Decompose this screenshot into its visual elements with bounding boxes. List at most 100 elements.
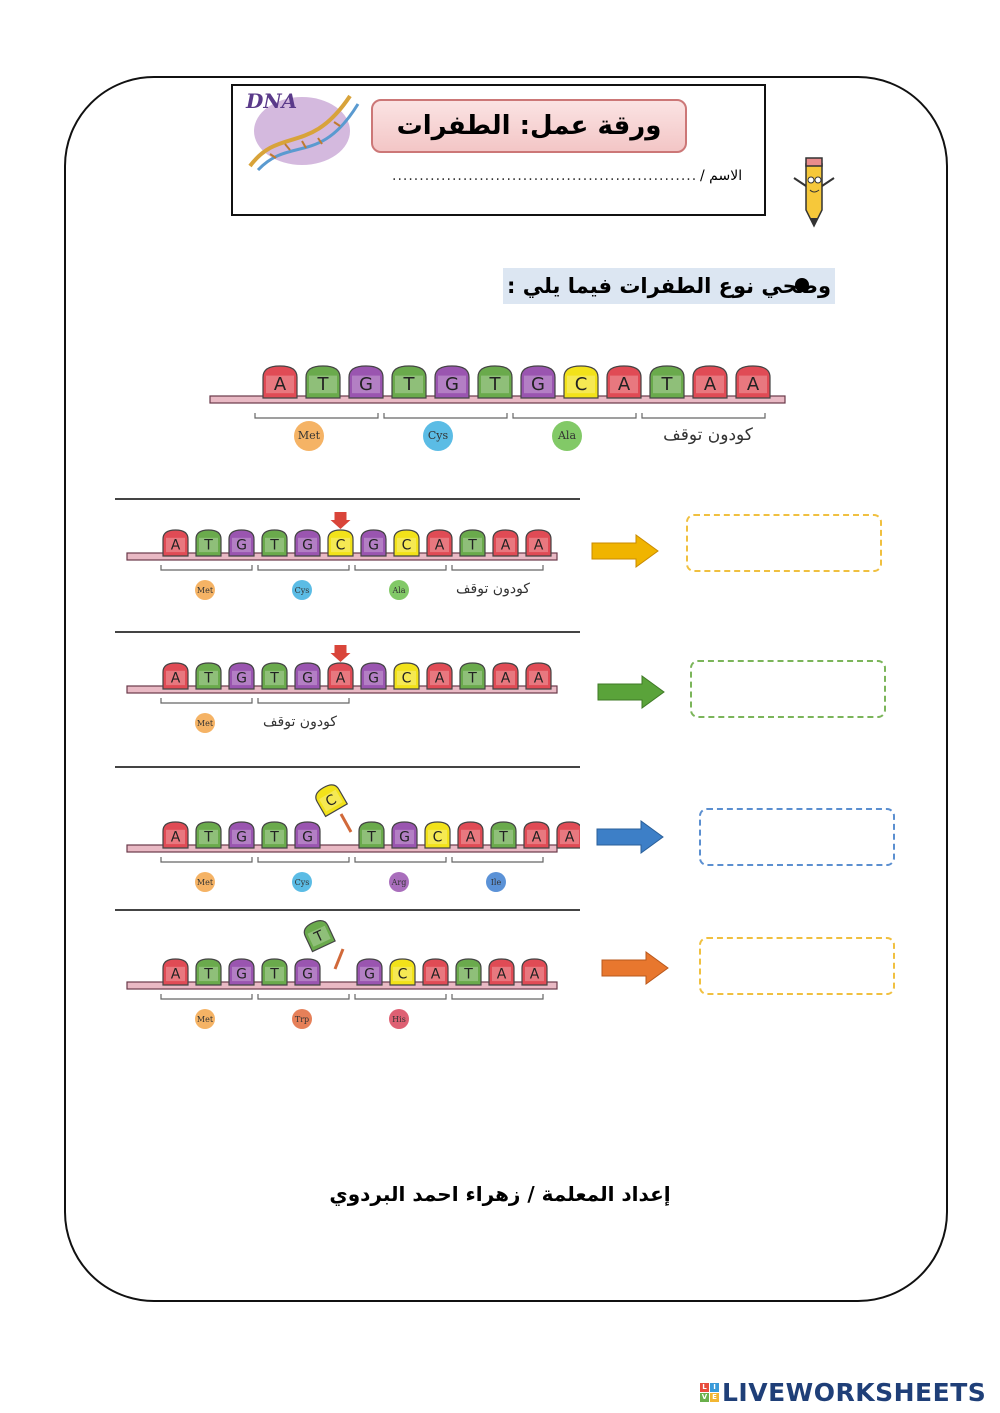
base-letter: G [359,374,373,395]
amino-acid-label: Met [197,586,214,595]
base-tile: T [477,365,513,399]
base-tile: T [261,821,288,849]
amino-acid-label: Ile [491,878,502,887]
amino-acid-bubble: Cys [292,580,312,600]
base-letter: C [336,538,346,554]
base-letter: T [203,967,213,983]
base-letter: T [661,374,674,395]
amino-acid-bubble: Arg [389,872,409,892]
base-letter: G [364,967,375,983]
codon-bracket [160,857,253,863]
codon-bracket [257,857,350,863]
base-tile: G [348,365,384,399]
amino-acid-label: Cys [295,878,310,887]
amino-acid-bubble: Met [195,1009,215,1029]
base-tile: T [459,662,486,690]
base-tile: A [606,365,642,399]
base-tile: A [426,662,453,690]
base-letter: G [236,830,247,846]
arrow-icon [596,674,666,714]
base-letter: A [431,967,441,983]
answer-box-1[interactable] [686,514,882,572]
base-letter: T [203,830,213,846]
amino-acid-bubble: His [389,1009,409,1029]
base-letter: A [530,967,540,983]
amino-acid-bubble: Ile [486,872,506,892]
amino-acid-label: His [392,1015,406,1024]
answer-box-4[interactable] [699,937,895,995]
base-tile: C [393,529,420,557]
stop-codon-label: كودون توقف [663,425,754,445]
base-tile: G [228,662,255,690]
name-field[interactable]: ........................................… [392,168,697,184]
codon-bracket [451,994,544,1000]
answer-box-3[interactable] [699,808,895,866]
base-tile: A [162,529,189,557]
base-tile: A [488,958,515,986]
arrow-icon [600,950,670,990]
amino-acid-label: Cys [428,429,449,442]
base-letter: A [565,830,575,846]
base-tile: T [358,821,385,849]
amino-acid-bubble: Ala [552,421,582,451]
base-tile: A [457,821,484,849]
base-letter: T [203,671,213,687]
base-letter: G [368,671,379,687]
base-tile: G [360,529,387,557]
watermark-text: LIVEWORKSHEETS [722,1378,987,1407]
remove-arrow-icon [333,948,345,970]
codon-bracket [160,565,253,571]
base-letter: G [531,374,545,395]
amino-acid-bubble: Ala [389,580,409,600]
base-letter: G [236,538,247,554]
arrow-icon [595,819,665,859]
base-letter: A [704,374,717,395]
pencil-mascot-icon [788,152,840,236]
amino-acid-bubble: Met [195,713,215,733]
base-tile: A [492,662,519,690]
codon-bracket [641,413,766,419]
amino-acid-label: Ala [557,429,576,442]
base-tile: A [692,365,728,399]
base-tile: T [490,821,517,849]
base-tile: T [305,365,341,399]
base-tile: G [228,529,255,557]
dna-logo: DNA [240,86,370,180]
base-tile: T [261,662,288,690]
removed-base: T [303,920,336,953]
base-letter: A [466,830,476,846]
base-letter: G [302,830,313,846]
base-tile: A [422,958,449,986]
base-tile: G [294,821,321,849]
base-tile: C [315,784,349,818]
codon-bracket [254,413,379,419]
base-letter: A [532,830,542,846]
base-letter: A [501,538,511,554]
codon-bracket [512,413,637,419]
base-tile: A [426,529,453,557]
mutation-marker-icon [330,512,351,529]
codon-bracket [354,565,447,571]
amino-acid-bubble: Met [195,580,215,600]
base-letter: T [463,967,473,983]
base-tile: T [391,365,427,399]
base-letter: T [489,374,502,395]
worksheet-title: ورقة عمل: الطفرات [371,99,687,153]
base-tile: G [228,958,255,986]
base-tile: T [459,529,486,557]
base-tile: C [424,821,451,849]
instruction-text: وضحي نوع الطفرات فيما يلي : [503,268,836,304]
answer-box-2[interactable] [690,660,886,718]
stop-codon-label: كودون توقف [456,581,530,597]
amino-acid-bubble: Met [294,421,324,451]
base-letter: T [269,671,279,687]
dna-logo-text: DNA [245,89,297,113]
base-letter: G [236,671,247,687]
base-tile: T [195,958,222,986]
base-letter: A [171,671,181,687]
base-letter: G [302,671,313,687]
base-letter: T [403,374,416,395]
